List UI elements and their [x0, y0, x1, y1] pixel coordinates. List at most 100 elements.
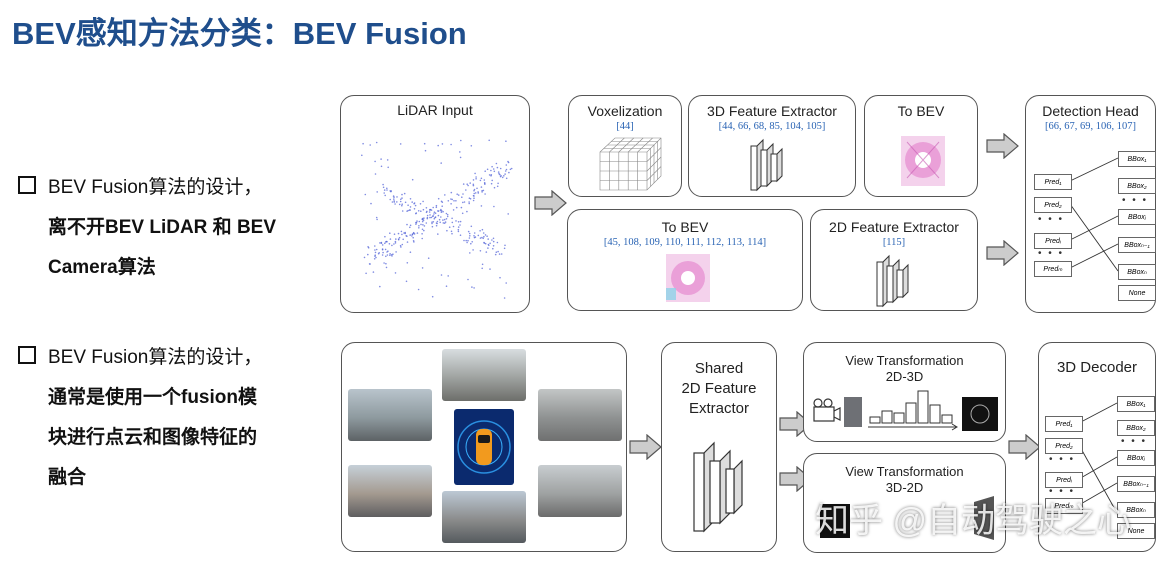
lidar-point [421, 233, 423, 235]
lidar-point [437, 233, 439, 235]
lidar-point [486, 235, 488, 237]
lidar-point [439, 209, 442, 212]
lidar-point [459, 156, 462, 159]
lidar-point [461, 212, 464, 215]
lidar-point [459, 151, 461, 153]
lidar-point [466, 241, 468, 244]
lidar-point [467, 239, 469, 242]
lidar-point [462, 183, 465, 185]
car-sensor-icon [454, 409, 514, 485]
lidar-point [468, 197, 471, 199]
lidar-point [383, 189, 386, 191]
ellipsis-dots: • • • [1038, 214, 1065, 225]
pred-box: Predₘ [1034, 261, 1072, 277]
lidar-point [437, 210, 439, 212]
lidar-point [490, 169, 492, 172]
lidar-point [466, 183, 468, 185]
lidar-point [386, 187, 388, 190]
lidar-point [473, 189, 475, 192]
lidar-point [503, 247, 506, 250]
feature-extractor-2d-box: 2D Feature Extractor [115] [810, 209, 978, 311]
lidar-point [491, 239, 493, 241]
lidar-point [401, 193, 403, 196]
lidar-point [382, 183, 384, 186]
lidar-point [490, 175, 492, 177]
lidar-point [463, 239, 465, 242]
lidar-point [471, 286, 473, 288]
lidar-point [375, 141, 378, 144]
bbox-box: BBoxⱼ [1118, 209, 1156, 225]
lidar-point [413, 233, 416, 235]
lidar-point [493, 170, 496, 173]
lidar-point [383, 262, 385, 264]
lidar-point [460, 139, 462, 142]
lidar-point [415, 223, 417, 225]
lidar-point [498, 172, 500, 175]
lidar-point [473, 192, 475, 195]
lidar-point [414, 204, 417, 207]
voxelization-box: Voxelization [44] [568, 95, 682, 197]
lidar-point [507, 213, 509, 215]
lidar-point [389, 238, 392, 240]
lidar-point [472, 184, 475, 187]
lidar-point [480, 186, 483, 188]
lidar-point [440, 162, 442, 164]
lidar-point [421, 218, 423, 220]
lidar-point [492, 245, 495, 247]
lidar-point [368, 263, 371, 265]
lidar-point [411, 178, 414, 181]
lidar-point [433, 217, 436, 220]
lidar-point [427, 257, 430, 259]
lidar-point [384, 248, 387, 251]
lidar-point [500, 175, 502, 177]
bbox-box: BBox₁ [1118, 151, 1156, 167]
detection-head-cite: [66, 67, 69, 106, 107] [1045, 121, 1136, 132]
lidar-point [471, 241, 473, 243]
lidar-point [468, 237, 471, 239]
lidar-point [431, 221, 433, 223]
lidar-point [480, 177, 483, 180]
bullet-2-bold-line-2: 块进行点云和图像特征的 [48, 427, 258, 448]
lidar-point [422, 219, 425, 221]
lidar-point [379, 285, 381, 288]
lidar-point [403, 192, 406, 195]
camera-image-front-left [348, 389, 432, 441]
lidar-point [494, 253, 497, 256]
lidar-point [421, 267, 424, 269]
detection-head-label: Detection Head [1042, 103, 1139, 119]
camera-image-back-right [538, 465, 622, 517]
decoder-box: 3D Decoder Pred₁ Pred₂ • • • Predᵢ • • •… [1038, 342, 1156, 552]
bullet-1: BEV Fusion算法的设计， 离不开BEV LiDAR 和 BEV Came… [18, 168, 276, 288]
lidar-point [473, 287, 475, 289]
arrow-right-icon [986, 240, 1019, 266]
lidar-point [492, 237, 495, 240]
lidar-point [505, 177, 508, 180]
lidar-point [401, 197, 403, 199]
feature-extractor-3d-label: 3D Feature Extractor [707, 103, 837, 119]
lidar-point [462, 201, 464, 204]
view-transform-2d3d-label: View Transformation [845, 353, 964, 368]
lidar-point [384, 242, 386, 245]
bbox-box: BBox₂ [1118, 178, 1156, 194]
lidar-point [423, 225, 426, 227]
lidar-point [363, 256, 366, 259]
lidar-point [492, 168, 495, 170]
lidar-point [434, 212, 437, 214]
checkbox-square-icon [18, 346, 36, 364]
shared-extractor-line-2: 2D Feature [681, 380, 757, 397]
lidar-point [375, 216, 378, 219]
lidar-point [496, 185, 499, 188]
lidar-point [429, 216, 431, 219]
ellipsis-dots: • • • [1122, 195, 1149, 206]
lidar-point [386, 254, 389, 256]
lidar-point [426, 216, 429, 219]
lidar-point [507, 161, 510, 164]
lidar-point [442, 222, 445, 224]
lidar-point [450, 191, 453, 194]
lidar-point [490, 182, 493, 185]
lidar-point [469, 235, 471, 237]
lidar-point [503, 297, 506, 299]
lidar-point [441, 205, 443, 207]
lidar-point [466, 210, 468, 213]
lidar-point [389, 232, 391, 234]
